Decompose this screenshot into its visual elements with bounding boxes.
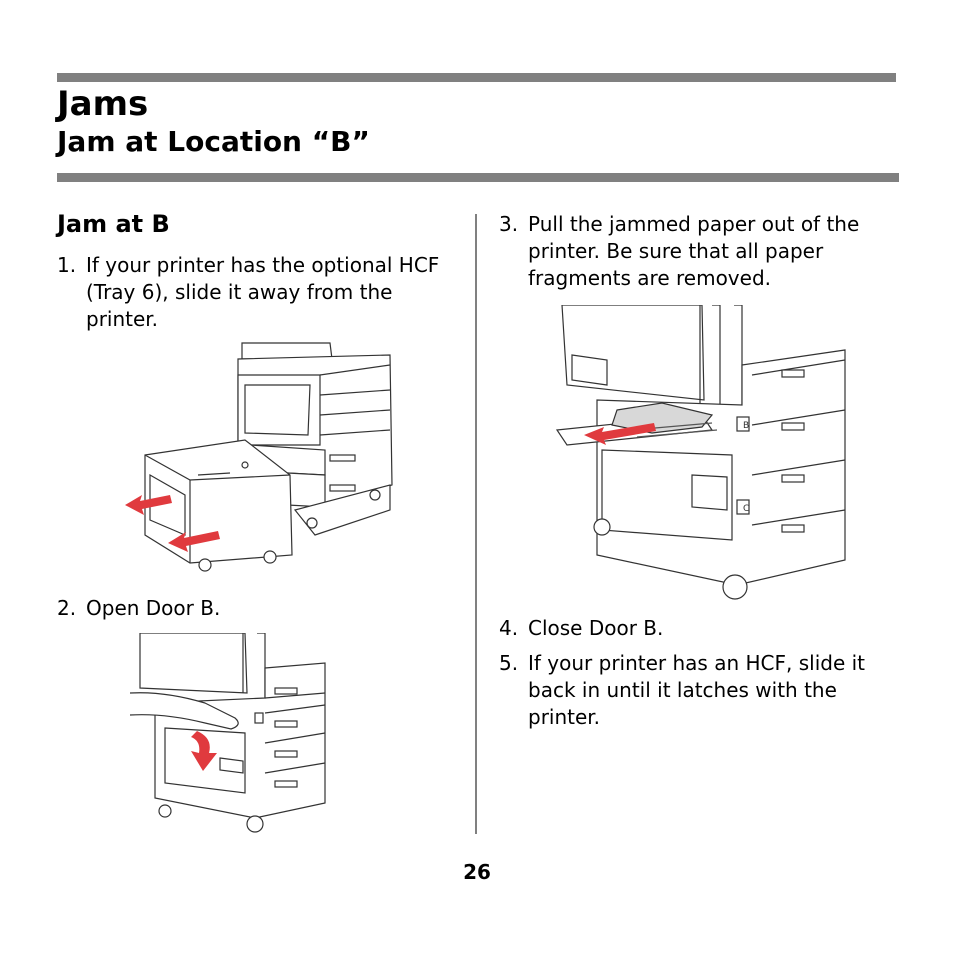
door-c-label: C: [743, 504, 749, 514]
page-title: Jams: [57, 84, 149, 124]
figure-pull-jammed-paper: B C: [555, 305, 846, 600]
door-b-label: B: [743, 421, 749, 431]
page-subtitle: Jam at Location “B”: [57, 125, 370, 158]
step-text-line: If your printer has an HCF, slide it: [528, 651, 866, 675]
figure-open-door-b: [129, 633, 326, 833]
step-number: 1.: [57, 253, 77, 277]
step-text-line: printer.: [86, 307, 159, 331]
step-text-line: printer.: [528, 705, 601, 729]
step-number: 3.: [499, 212, 519, 236]
step-number: 4.: [499, 616, 519, 640]
figure-hcf-slide-away: [125, 342, 393, 572]
step-text-line: If your printer has the optional HCF: [86, 253, 440, 277]
step-text-line: Pull the jammed paper out of the: [528, 212, 860, 236]
step-text-line: printer. Be sure that all paper: [528, 239, 824, 263]
step-text-line: Open Door B.: [86, 596, 221, 620]
step-text-line: Close Door B.: [528, 616, 664, 640]
top-rule: [57, 73, 896, 82]
step-number: 2.: [57, 596, 77, 620]
header-bottom-rule: [57, 173, 899, 182]
step-number: 5.: [499, 651, 519, 675]
step-text-line: fragments are removed.: [528, 266, 771, 290]
step-text-line: back in until it latches with the: [528, 678, 837, 702]
page-number: 26: [463, 860, 491, 884]
step-text-line: (Tray 6), slide it away from the: [86, 280, 393, 304]
section-heading: Jam at B: [57, 210, 170, 238]
column-divider: [475, 214, 477, 834]
